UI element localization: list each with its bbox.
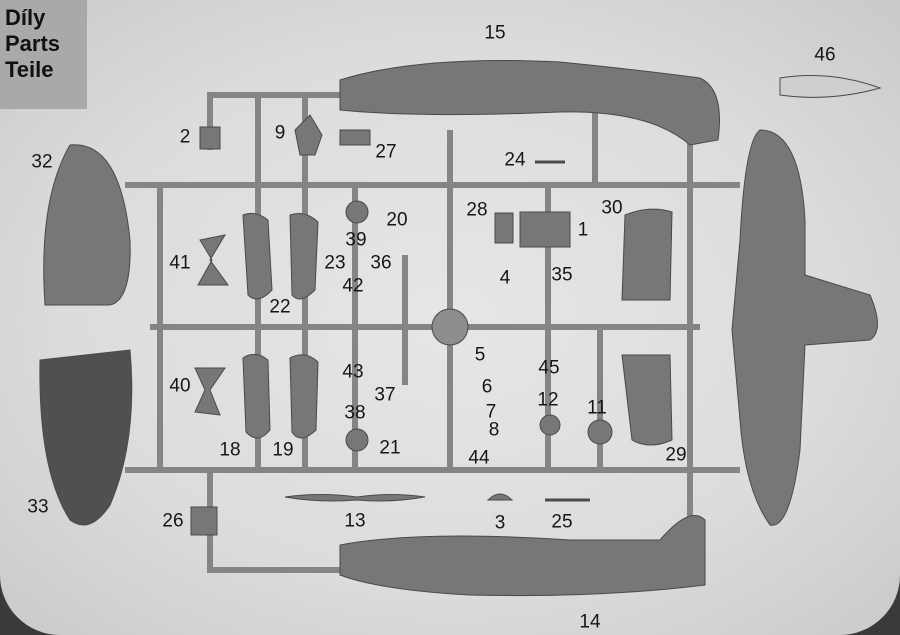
part-22 (242, 212, 273, 300)
part-label-11: 11 (587, 397, 607, 419)
fuselage-half-15 (339, 59, 721, 146)
part-label-18: 18 (219, 439, 241, 461)
part-label-1: 1 (577, 219, 589, 241)
stabilizer-30 (621, 208, 673, 301)
part-46 (779, 75, 882, 98)
part-label-38: 38 (344, 402, 366, 424)
sprue-gate (431, 308, 469, 346)
part-label-32: 32 (31, 151, 53, 173)
wheel-39 (345, 200, 369, 224)
part-28 (494, 212, 514, 244)
part-label-4: 4 (499, 267, 511, 289)
fuselage-half-14 (339, 515, 706, 597)
part-label-28: 28 (466, 199, 488, 221)
part-label-25: 25 (551, 511, 573, 533)
part-label-37: 37 (374, 384, 396, 406)
part-label-27: 27 (375, 141, 397, 163)
part-label-41: 41 (169, 252, 191, 274)
wing-32 (43, 144, 131, 306)
part-label-2: 2 (179, 126, 191, 148)
wing-lower (731, 129, 878, 526)
part-label-15: 15 (484, 22, 506, 44)
part-label-42: 42 (342, 275, 364, 297)
part-label-5: 5 (474, 344, 486, 366)
part-18 (242, 354, 271, 439)
parts-legend: Díly Parts Teile (0, 0, 87, 109)
part-label-7: 7 (485, 401, 497, 423)
part-label-35: 35 (551, 264, 573, 286)
part-label-9: 9 (274, 122, 286, 144)
part-label-43: 43 (342, 361, 364, 383)
part-label-8: 8 (488, 419, 500, 441)
part-26 (190, 506, 218, 536)
part-label-19: 19 (272, 439, 294, 461)
part-23 (289, 213, 319, 300)
part-label-14: 14 (579, 611, 601, 633)
part-label-30: 30 (601, 197, 623, 219)
wheel-38 (345, 428, 369, 452)
legend-de: Teile (5, 57, 54, 82)
sprue-frame (125, 92, 740, 573)
part-40 (194, 367, 226, 416)
part-41 (197, 234, 229, 286)
part-label-40: 40 (169, 375, 191, 397)
propeller-13 (284, 494, 426, 502)
part-12 (539, 414, 561, 436)
part-label-39: 39 (345, 229, 367, 251)
part-label-22: 22 (269, 296, 291, 318)
part-label-12: 12 (537, 389, 559, 411)
part-label-13: 13 (344, 510, 366, 532)
part-label-24: 24 (504, 149, 526, 171)
legend-cs: Díly (5, 5, 46, 30)
parts (39, 59, 882, 597)
stabilizer-29 (621, 354, 673, 446)
part-3 (486, 493, 514, 501)
part-label-44: 44 (468, 447, 490, 469)
part-label-46: 46 (814, 44, 836, 66)
part-label-21: 21 (379, 437, 401, 459)
part-11 (587, 419, 613, 445)
part-label-33: 33 (27, 496, 49, 518)
part-27 (339, 129, 371, 146)
legend-en: Parts (5, 31, 61, 56)
part-label-23: 23 (324, 252, 346, 274)
wing-33 (39, 349, 133, 526)
part-label-3: 3 (494, 512, 506, 534)
part-label-45: 45 (538, 357, 560, 379)
part-1 (519, 211, 571, 248)
part-9 (294, 114, 323, 156)
part-label-26: 26 (162, 510, 184, 532)
part-label-20: 20 (386, 209, 408, 231)
part-label-36: 36 (370, 252, 392, 274)
part-2 (199, 126, 221, 150)
part-label-29: 29 (665, 444, 687, 466)
part-label-6: 6 (481, 376, 493, 398)
part-19 (289, 354, 319, 439)
